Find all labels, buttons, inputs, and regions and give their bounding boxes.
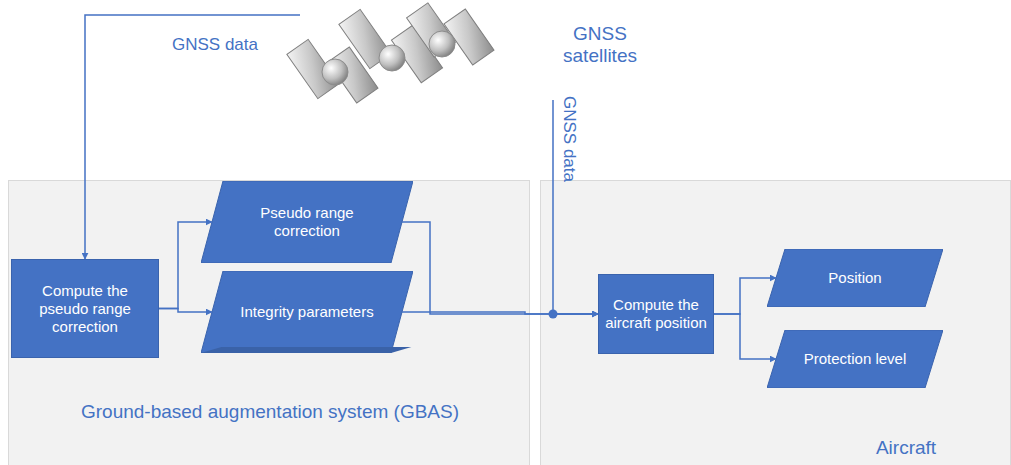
data-parallelogram: Position — [767, 249, 943, 307]
connector-arrow — [402, 222, 598, 314]
box-text: Pseudo range correction — [229, 204, 385, 240]
satellite-bodies — [322, 31, 455, 85]
aircraft-panel: Aircraft Compute the aircraft position Pos… — [540, 180, 1011, 465]
region-label: Ground-based augmentation system (GBAS) — [9, 401, 531, 423]
box-text: Position — [828, 269, 881, 287]
signal-label: GNSS data — [172, 35, 258, 55]
data-parallelogram: Protection level — [767, 330, 943, 388]
box-text: Protection level — [804, 350, 907, 368]
satellite-label: GNSS satellites — [545, 23, 655, 68]
connector-arrow — [714, 278, 776, 314]
box-text: Compute the aircraft position — [605, 296, 707, 332]
connector-arrow — [714, 314, 776, 359]
box-text: Integrity parameters — [240, 303, 373, 321]
connector-arrow — [159, 309, 212, 313]
connector-arrow — [402, 312, 598, 314]
solar-panels — [287, 3, 494, 103]
connector-arrow — [85, 15, 300, 259]
process-box: Compute the pseudo range correction — [11, 259, 159, 358]
signal-label: GNSS data — [559, 96, 579, 182]
process-box: Compute the aircraft position — [598, 274, 714, 354]
satellite-group: GNSS satellites — [300, 5, 690, 100]
gbas-panel: Ground-based augmentation system (GBAS) C… — [8, 180, 530, 465]
connector-arrow — [159, 222, 212, 309]
data-parallelogram: Pseudo range correction — [201, 181, 413, 263]
box-text: Compute the pseudo range correction — [18, 282, 152, 336]
region-label: Aircraft — [831, 437, 981, 459]
data-parallelogram: Integrity parameters — [201, 271, 413, 353]
junction-dot — [549, 310, 558, 319]
